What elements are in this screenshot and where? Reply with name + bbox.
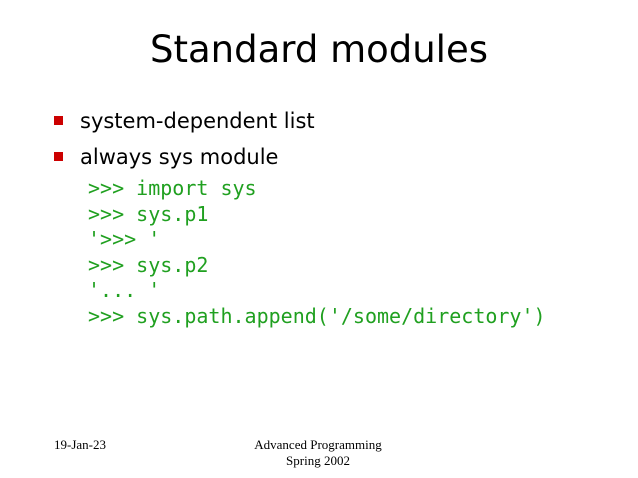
code-line: >>> sys.p1	[88, 201, 209, 226]
code-line: >>> import sys	[88, 176, 257, 200]
footer-date: 19-Jan-23	[54, 437, 106, 452]
code-line: '>>> '	[88, 227, 161, 252]
code-line: '... '	[88, 278, 161, 303]
code-block: >>> import sys >>> sys.p1 '>>> ' >>> sys…	[88, 176, 546, 330]
slide-title: Standard modules	[149, 28, 489, 71]
square-bullet-icon	[54, 152, 63, 161]
bullet-item: always sys module	[54, 141, 315, 177]
footer-course-name: Advanced Programming	[254, 437, 382, 452]
square-bullet-icon	[54, 116, 63, 125]
code-line: >>> sys.p2	[88, 252, 209, 277]
code-line: >>> sys.path.append('/some/directory')	[88, 303, 546, 328]
bullet-list: system-dependent list always sys module	[54, 105, 315, 177]
footer-course: Advanced Programming Spring 2002	[218, 437, 418, 469]
bullet-text: system-dependent list	[80, 109, 315, 133]
footer-course-term: Spring 2002	[286, 453, 350, 468]
bullet-text: always sys module	[80, 145, 279, 169]
bullet-item: system-dependent list	[54, 105, 315, 141]
